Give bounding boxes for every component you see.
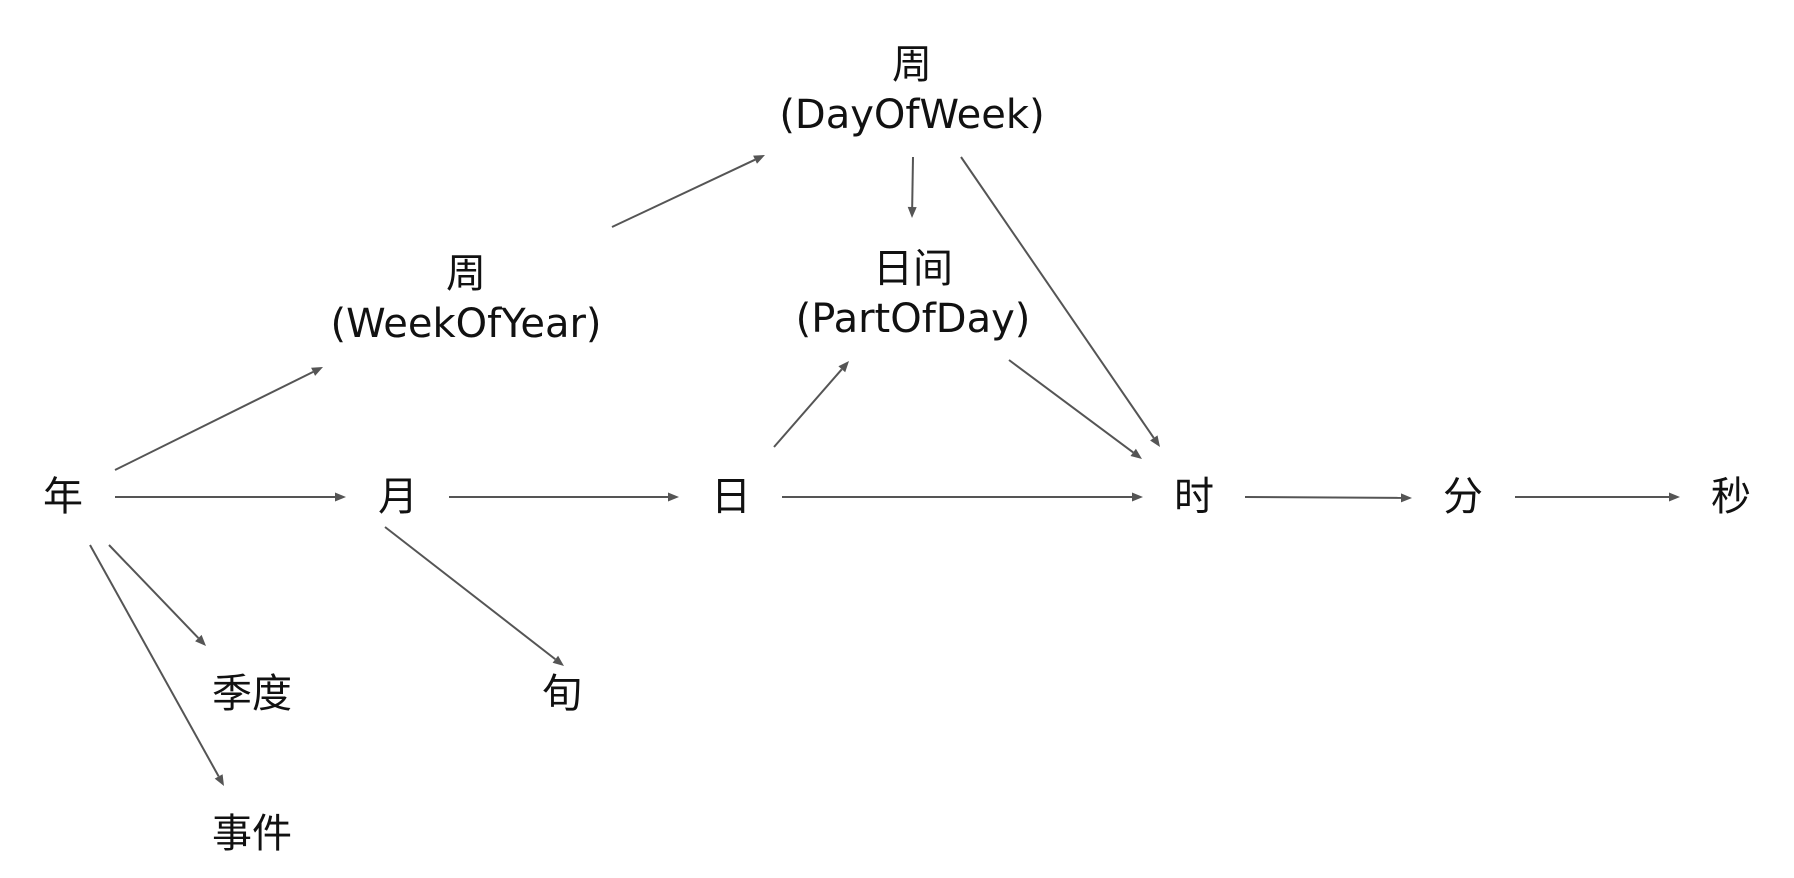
edge-hour-to-minute-line	[1244, 496, 1402, 499]
edge-minute-to-second	[1515, 492, 1680, 502]
node-quarter-label: 季度	[212, 671, 292, 717]
edge-day-of-week-to-hour-arrowhead	[1150, 435, 1160, 447]
node-hour: 时	[1174, 472, 1214, 522]
node-year-label: 年	[43, 474, 83, 520]
edge-day-to-part-of-day-line	[773, 368, 843, 448]
node-part-of-day-sublabel: (PartOfDay)	[795, 296, 1031, 342]
edge-month-to-xun-arrowhead	[552, 655, 564, 666]
edge-year-to-month-arrowhead	[335, 492, 346, 502]
node-minute-label: 分	[1443, 474, 1483, 520]
node-day: 日	[711, 472, 751, 522]
node-quarter: 季度	[212, 669, 292, 719]
edge-group	[89, 155, 1680, 786]
node-month-label: 月	[378, 474, 418, 520]
edge-part-of-day-to-hour-arrowhead	[1130, 448, 1142, 459]
edge-day-of-week-to-part-of-day	[907, 156, 917, 218]
edge-day-of-week-to-part-of-day-arrowhead	[907, 206, 917, 218]
edge-year-to-week-of-year-arrowhead	[311, 367, 323, 376]
node-day-of-week-sublabel: (DayOfWeek)	[779, 92, 1045, 138]
node-week-of-year-sublabel: (WeekOfYear)	[330, 301, 602, 347]
edge-hour-to-minute	[1244, 493, 1412, 503]
edge-day-to-hour-arrowhead	[1132, 492, 1143, 502]
edge-year-to-quarter-line	[108, 544, 200, 639]
node-event: 事件	[212, 809, 292, 859]
node-second: 秒	[1711, 472, 1751, 522]
edge-year-to-month	[115, 492, 346, 502]
node-month: 月	[378, 472, 418, 522]
node-part-of-day-label: 日间	[872, 246, 953, 292]
node-day-of-week: 周 (DayOfWeek)	[779, 40, 1044, 140]
edge-week-of-year-to-day-of-week	[611, 155, 765, 228]
edge-day-to-hour	[782, 492, 1143, 502]
edge-month-to-day	[449, 492, 679, 502]
node-part-of-day: 日间 (PartOfDay)	[796, 244, 1031, 344]
edge-day-of-week-to-hour	[960, 156, 1160, 447]
edge-week-of-year-to-day-of-week-arrowhead	[753, 155, 765, 164]
edge-day-of-week-to-part-of-day-line	[911, 156, 914, 208]
edge-hour-to-minute-arrowhead	[1401, 493, 1412, 503]
node-minute: 分	[1443, 472, 1483, 522]
edge-part-of-day-to-hour-line	[1008, 359, 1134, 454]
edge-year-to-quarter-arrowhead	[195, 634, 206, 646]
edge-day-of-week-to-hour-line	[960, 156, 1155, 439]
node-second-label: 秒	[1711, 474, 1751, 520]
node-day-label: 日	[711, 474, 751, 520]
node-xun: 旬	[542, 669, 582, 719]
edge-minute-to-second-arrowhead	[1669, 492, 1680, 502]
node-xun-label: 旬	[542, 671, 582, 717]
edge-week-of-year-to-day-of-week-line	[611, 158, 756, 228]
edge-month-to-day-arrowhead	[668, 492, 679, 502]
node-week-of-year: 周 (WeekOfYear)	[330, 249, 601, 349]
node-event-label: 事件	[212, 811, 292, 857]
edge-year-to-week-of-year	[114, 367, 323, 471]
edge-year-to-event	[89, 544, 224, 786]
node-day-of-week-label: 周	[891, 42, 932, 88]
edge-year-to-event-line	[89, 544, 220, 777]
edge-day-to-part-of-day	[773, 361, 849, 448]
edge-month-to-xun	[384, 526, 564, 666]
node-hour-label: 时	[1174, 474, 1214, 520]
node-week-of-year-label: 周	[446, 251, 486, 297]
edge-year-to-event-arrowhead	[214, 774, 224, 786]
edge-day-to-part-of-day-arrowhead	[838, 361, 849, 373]
edge-month-to-xun-line	[384, 526, 556, 661]
edge-year-to-quarter	[108, 544, 206, 646]
edge-part-of-day-to-hour	[1008, 359, 1142, 459]
node-year: 年	[43, 472, 83, 522]
edge-year-to-week-of-year-line	[114, 370, 314, 471]
